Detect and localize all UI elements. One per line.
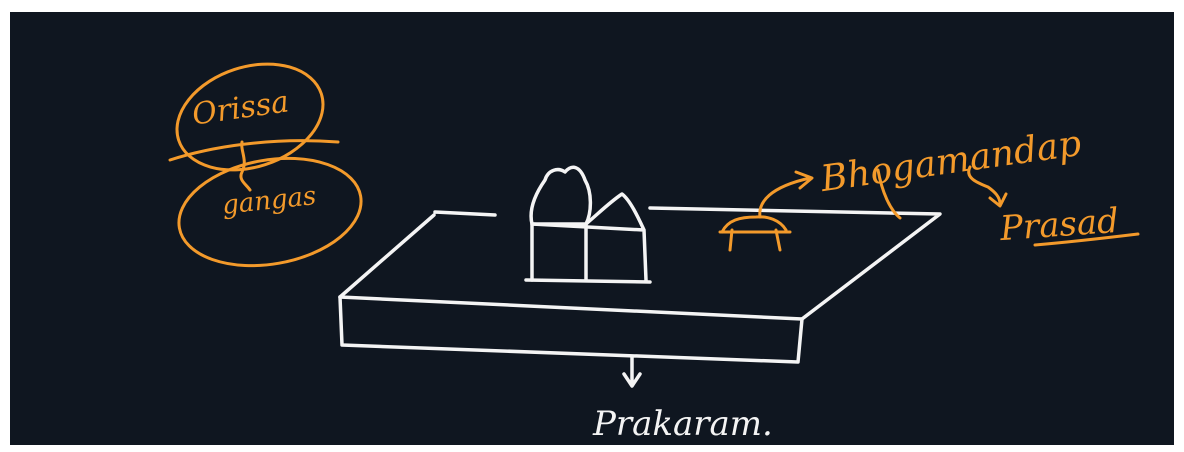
prakaram-label: Prakaram.	[593, 407, 773, 441]
prakaram-arrow	[624, 357, 640, 386]
prasad-label: Prasad	[999, 204, 1120, 246]
whiteboard-frame: Orissa gangas Bhogamandap Prasad Prakara…	[10, 12, 1174, 445]
temple-hall	[526, 194, 650, 282]
bhogamandap-hut	[720, 217, 790, 250]
